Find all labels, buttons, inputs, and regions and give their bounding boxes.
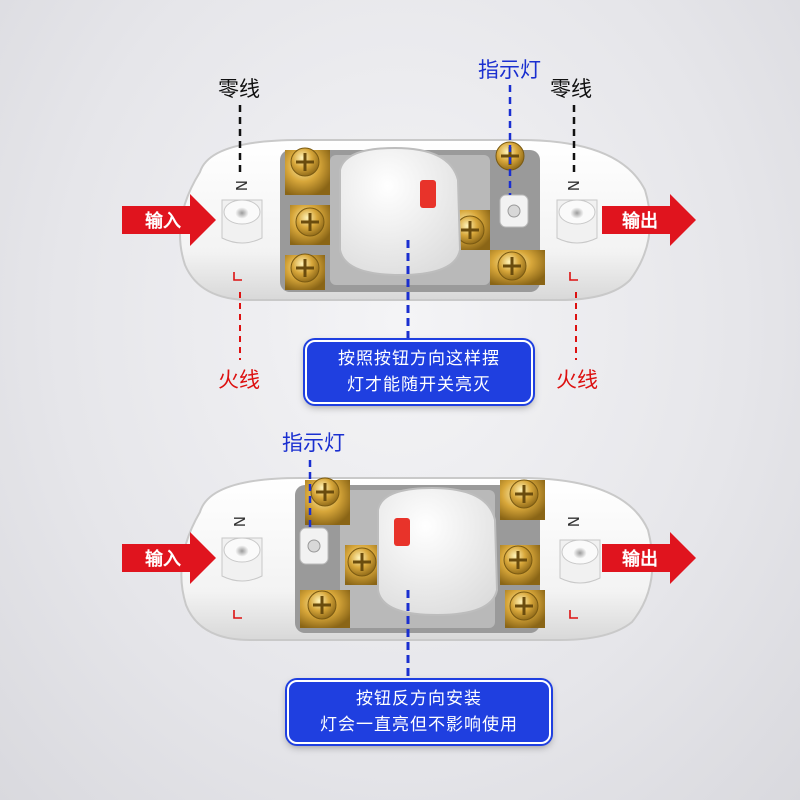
bottom-mount-hole-right: [559, 539, 601, 584]
top-live-label-right: 火线: [556, 368, 598, 392]
top-input-label: 输入: [145, 210, 181, 232]
top-callout-line2: 灯才能随开关亮灭: [347, 375, 491, 395]
bottom-n-mark-left: N: [230, 516, 248, 527]
top-guide-lines: [238, 85, 577, 360]
top-indicator-label: 指示灯: [478, 58, 541, 82]
bottom-callout-line1: 按钮反方向安装: [356, 689, 482, 709]
top-neutral-label-right: 零线: [550, 77, 592, 101]
bottom-switch: N N: [180, 477, 654, 641]
top-input-arrow: 输入: [122, 194, 216, 246]
bottom-callout: 按钮反方向安装 灯会一直亮但不影响使用: [287, 680, 551, 744]
top-output-label: 输出: [622, 210, 658, 232]
top-output-arrow: 输出: [602, 194, 696, 246]
bottom-rocker-button: [377, 486, 499, 617]
bottom-guide-lines: [308, 460, 410, 680]
bottom-button-red-mark: [394, 518, 410, 546]
bottom-indicator-label: 指示灯: [282, 431, 345, 455]
top-n-mark-left: N: [232, 180, 250, 191]
top-rocker-button: [339, 146, 462, 277]
bottom-output-label: 输出: [622, 548, 658, 570]
top-mount-hole-left: [221, 199, 263, 244]
bottom-screws: [307, 477, 539, 621]
bottom-input-label: 输入: [145, 548, 181, 570]
bottom-input-arrow: 输入: [122, 532, 216, 584]
top-mount-hole-right: [556, 199, 598, 244]
bottom-mount-hole-left: [221, 537, 263, 582]
top-callout-line1: 按照按钮方向这样摆: [338, 349, 500, 369]
top-switch: N N: [179, 139, 651, 301]
bottom-output-arrow: 输出: [602, 532, 696, 584]
top-callout: 按照按钮方向这样摆 灯才能随开关亮灭: [305, 340, 533, 404]
top-live-label-left: 火线: [218, 368, 260, 392]
top-neutral-label-left: 零线: [218, 77, 260, 101]
top-button-red-mark: [420, 180, 436, 208]
top-n-mark-right: N: [564, 180, 582, 191]
bottom-n-mark-right: N: [564, 516, 582, 527]
bottom-callout-line2: 灯会一直亮但不影响使用: [320, 715, 518, 735]
